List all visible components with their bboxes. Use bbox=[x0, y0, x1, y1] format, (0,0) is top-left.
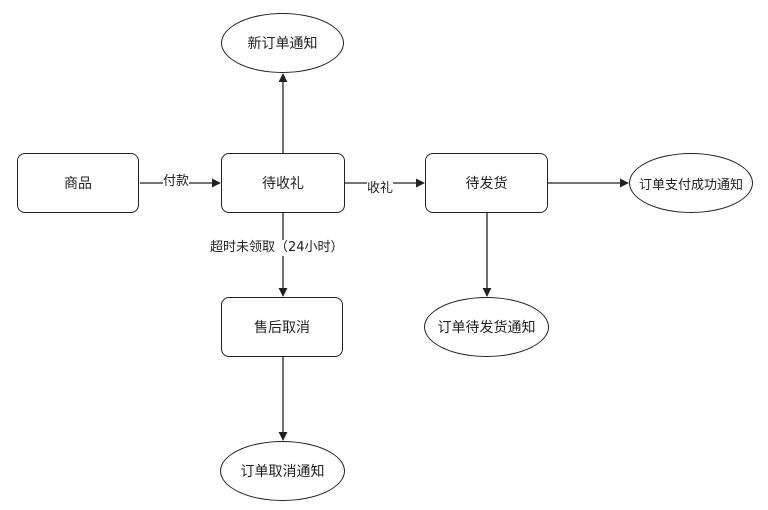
node-pending-gift: 待收礼 bbox=[221, 153, 345, 213]
node-product: 商品 bbox=[17, 153, 139, 213]
node-payment-success-notice: 订单支付成功通知 bbox=[629, 153, 753, 213]
edge-label-timeout: 超时未领取（24小时） bbox=[210, 240, 344, 256]
node-new-order-notice: 新订单通知 bbox=[221, 13, 344, 73]
node-cancel-notice: 订单取消通知 bbox=[220, 441, 345, 501]
node-after-sale-cancel: 售后取消 bbox=[221, 297, 343, 357]
node-pending-ship: 待发货 bbox=[425, 153, 548, 213]
edge-label-receive-gift: 收礼 bbox=[367, 181, 394, 197]
node-pending-ship-notice: 订单待发货通知 bbox=[424, 297, 549, 357]
edge-label-pay: 付款 bbox=[163, 174, 190, 190]
